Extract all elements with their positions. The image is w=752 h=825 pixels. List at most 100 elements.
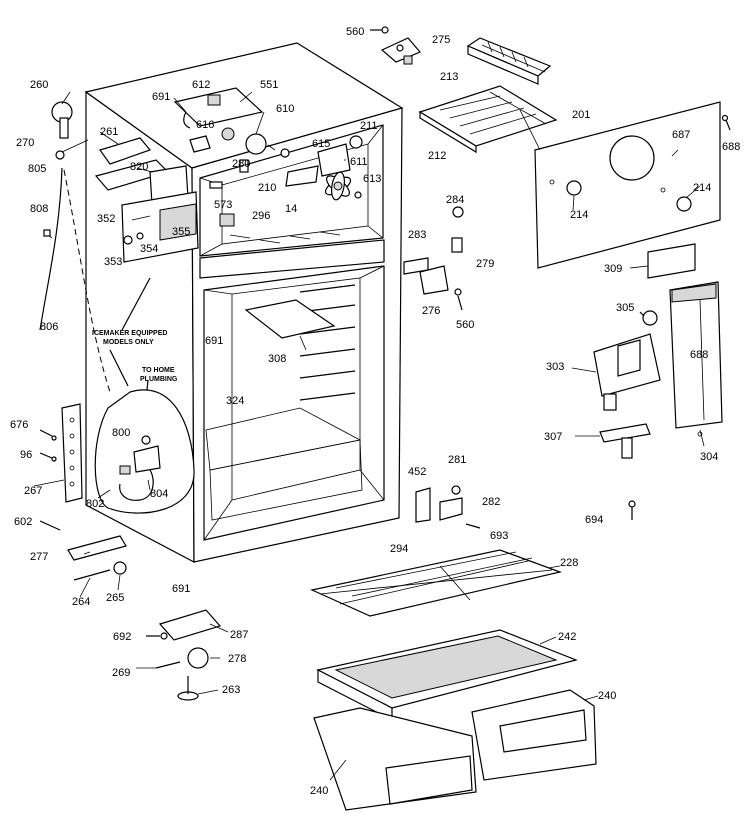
- hinge-452: [415, 487, 431, 523]
- part-label: 612: [192, 79, 210, 91]
- screws-left: [39, 429, 61, 531]
- part-label: 214: [570, 209, 588, 221]
- part-label: 212: [428, 150, 446, 162]
- part-label: 353: [104, 256, 122, 268]
- part-label: 210: [258, 182, 276, 194]
- part-label: 820: [130, 161, 148, 173]
- part-label: 270: [16, 137, 34, 149]
- part-label: 573: [214, 199, 232, 211]
- part-label: 613: [363, 173, 381, 185]
- part-label: 14: [285, 203, 297, 215]
- part-label: 281: [448, 454, 466, 466]
- part-label: 800: [112, 427, 130, 439]
- plumbing-note-line1: TO HOME: [142, 367, 175, 374]
- part-label: 354: [140, 243, 158, 255]
- plumbing-note: TO HOME PLUMBING: [140, 367, 178, 383]
- part-label: 560: [456, 319, 474, 331]
- screw-694: [628, 500, 636, 520]
- part-label: 693: [490, 530, 508, 542]
- plate-309: [647, 243, 696, 279]
- part-label: 283: [408, 229, 426, 241]
- part-label: 602: [14, 516, 32, 528]
- part-label: 688: [722, 141, 740, 153]
- part-label: 276: [422, 305, 440, 317]
- part-label: 228: [560, 557, 578, 569]
- part-label: 282: [482, 496, 500, 508]
- icemaker-assembly: [51, 101, 199, 263]
- part-label: 691: [152, 91, 170, 103]
- part-label: 240: [310, 785, 328, 797]
- part-label: 201: [572, 109, 590, 121]
- part-label: 242: [558, 631, 576, 643]
- water-valve-area: [94, 389, 195, 514]
- bracket-611: [285, 135, 363, 187]
- light-shield-307: [599, 423, 651, 459]
- part-label: 275: [432, 34, 450, 46]
- part-label: 264: [72, 596, 90, 608]
- evaporator-cover-201: [534, 101, 721, 269]
- door-panel-304: [669, 281, 723, 437]
- part-label: 687: [672, 129, 690, 141]
- part-label: 280: [232, 158, 250, 170]
- crisper-drawer-right: [471, 689, 597, 781]
- part-label: 452: [408, 466, 426, 478]
- ice-tray-213: [466, 37, 552, 85]
- part-label: 278: [228, 653, 246, 665]
- part-label: 309: [604, 263, 622, 275]
- part-label: 308: [268, 353, 286, 365]
- part-label: 324: [226, 395, 244, 407]
- screw-688-top: [721, 114, 731, 131]
- part-label: 211: [360, 120, 378, 132]
- part-label: 691: [172, 583, 190, 595]
- part-label: 303: [546, 361, 564, 373]
- shelf-308: [244, 299, 336, 339]
- ice-bin-shelf-212: [418, 85, 558, 154]
- part-label: 804: [150, 488, 168, 500]
- part-label: 294: [390, 543, 408, 555]
- part-label: 305: [616, 302, 634, 314]
- bracket-277: [67, 535, 127, 561]
- part-label: 96: [20, 449, 32, 461]
- part-label: 615: [312, 138, 330, 150]
- part-label: 808: [30, 203, 48, 215]
- fan-motor-assembly: [173, 87, 267, 155]
- part-label: 269: [112, 667, 130, 679]
- leveling-parts: [146, 609, 222, 701]
- part-label: 805: [28, 163, 46, 175]
- part-label: 279: [476, 258, 494, 270]
- part-label: 692: [113, 631, 131, 643]
- part-label: 261: [100, 126, 118, 138]
- part-label: 214: [693, 182, 711, 194]
- bracket-275: [380, 37, 421, 65]
- part-label: 307: [544, 431, 562, 443]
- part-label: 240: [598, 690, 616, 702]
- part-label: 616: [196, 119, 214, 131]
- part-label: 560: [346, 26, 364, 38]
- screw-560-top: [370, 26, 389, 34]
- water-line-806: [39, 167, 111, 393]
- icemaker-note: ICEMAKER EQUIPPED MODELS ONLY: [92, 330, 167, 346]
- wire-shelf-228: [310, 549, 563, 617]
- icemaker-note-line2: MODELS ONLY: [103, 339, 154, 346]
- part-label: 688: [690, 349, 708, 361]
- plumbing-note-line2: PLUMBING: [140, 376, 178, 383]
- fan-blade-613: [324, 171, 352, 201]
- part-label: 691: [205, 335, 223, 347]
- part-label: 260: [30, 79, 48, 91]
- hinge-parts-center: [403, 206, 464, 311]
- hinge-282: [439, 485, 481, 529]
- roller-264-265: [73, 561, 127, 581]
- part-label: 352: [97, 213, 115, 225]
- part-label: 355: [172, 226, 190, 238]
- icemaker-note-line1: ICEMAKER EQUIPPED: [92, 330, 167, 337]
- leader-lines: [33, 91, 705, 781]
- part-label: 802: [86, 498, 104, 510]
- part-label: 611: [350, 156, 368, 168]
- part-label: 267: [24, 485, 42, 497]
- part-label: 694: [585, 514, 603, 526]
- part-label: 676: [10, 419, 28, 431]
- part-label: 284: [446, 194, 464, 206]
- part-label: 287: [230, 629, 248, 641]
- crisper-drawer-left: [313, 707, 477, 811]
